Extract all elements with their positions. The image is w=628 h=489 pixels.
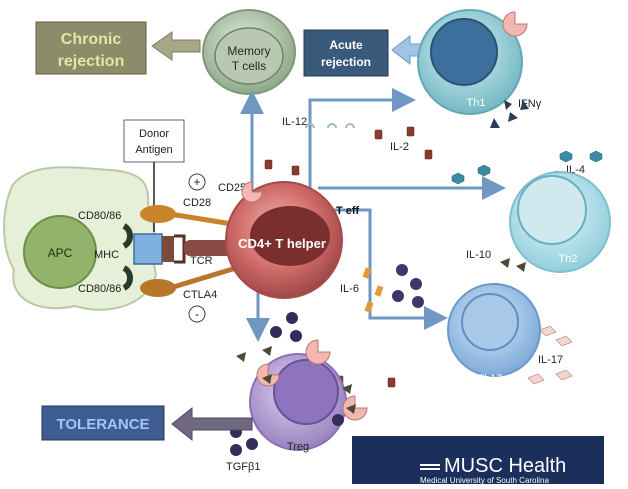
memory-t-cell: Memory T cells <box>202 9 296 95</box>
plus-sign: + <box>188 173 206 191</box>
treg-dark-molecules <box>230 312 344 456</box>
mhc-label: MHC <box>94 249 119 261</box>
treg-receptor-right <box>342 395 368 421</box>
arrow-to-chronic <box>151 31 201 61</box>
donor-antigen-line2: Antigen <box>135 144 172 156</box>
minus-sign: - <box>188 305 206 323</box>
cd28-label: CD28 <box>183 197 211 209</box>
watermark-title: MUSC Health <box>444 455 566 477</box>
tgfb-label: TGFβ1 <box>226 461 260 473</box>
cd80-top-label: CD80/86 <box>78 210 121 222</box>
arrow-to-tolerance <box>171 406 253 442</box>
tolerance-box: TOLERANCE <box>41 405 165 441</box>
donor-antigen-line1: Donor <box>139 128 169 140</box>
th2-label: Th2 <box>559 253 578 265</box>
il6-molecules <box>362 267 384 313</box>
treg-label: Treg <box>287 441 309 453</box>
apc-cell: APC <box>3 166 158 311</box>
donor-antigen-box: Donor Antigen <box>123 119 185 232</box>
treg-receptor-left <box>256 363 280 387</box>
treg-cell: Treg <box>249 353 347 453</box>
th1-label: Th1 <box>467 97 486 109</box>
tgfb-molecules <box>236 346 356 414</box>
chronic-rejection-box: Chronic rejection <box>35 21 147 75</box>
cd25-receptor <box>241 181 263 203</box>
tcr-label: TCR <box>190 255 213 267</box>
teff-label: T eff <box>336 205 360 217</box>
acute-rejection-label-line1: Acute <box>329 38 363 52</box>
th17-label: Th17 <box>477 373 502 385</box>
il10-label: IL-10 <box>466 249 491 261</box>
il12-molecules <box>305 123 355 129</box>
memory-label-line2: T cells <box>232 59 266 73</box>
il6-dark-molecules <box>392 264 424 308</box>
mhc-tcr-complex <box>122 223 234 291</box>
th2-cell: Th2 <box>509 171 611 273</box>
watermark-subtitle: Medical University of South Carolina <box>420 476 549 484</box>
acute-rejection-box: Acute rejection <box>303 29 389 77</box>
ctla4-ligand <box>140 265 237 297</box>
svg-text:-: - <box>195 307 199 321</box>
th1-receptor-pacman <box>502 11 528 37</box>
cd28-ligand <box>140 205 233 227</box>
chronic-rejection-label-line2: rejection <box>58 53 125 70</box>
th1-cell: Th1 <box>417 9 523 115</box>
ifng-triangles <box>490 100 529 128</box>
cd4-label: CD4+ T helper <box>238 236 326 251</box>
musc-health-watermark: MUSC Health Medical University of South … <box>352 436 628 485</box>
ctla4-label: CTLA4 <box>183 289 217 301</box>
th17-cell: Th17 <box>447 283 541 385</box>
memory-label-line1: Memory <box>227 44 270 58</box>
il6-label: IL-6 <box>340 283 359 295</box>
il17-label: IL-17 <box>538 354 563 366</box>
il12-label: IL-12 <box>282 116 307 128</box>
chronic-rejection-label-line1: Chronic <box>61 31 122 48</box>
cd80-bottom-label: CD80/86 <box>78 283 121 295</box>
cd25-label: CD25 <box>218 182 246 194</box>
il17-molecules <box>527 325 573 385</box>
apc-label: APC <box>48 246 73 260</box>
il2-label: IL-2 <box>390 141 409 153</box>
svg-text:+: + <box>193 175 200 189</box>
tolerance-label: TOLERANCE <box>56 416 149 433</box>
cd4-t-helper-cell: CD4+ T helper <box>225 181 343 299</box>
acute-rejection-label-line2: rejection <box>321 55 371 69</box>
treg-receptor-top <box>305 339 331 365</box>
